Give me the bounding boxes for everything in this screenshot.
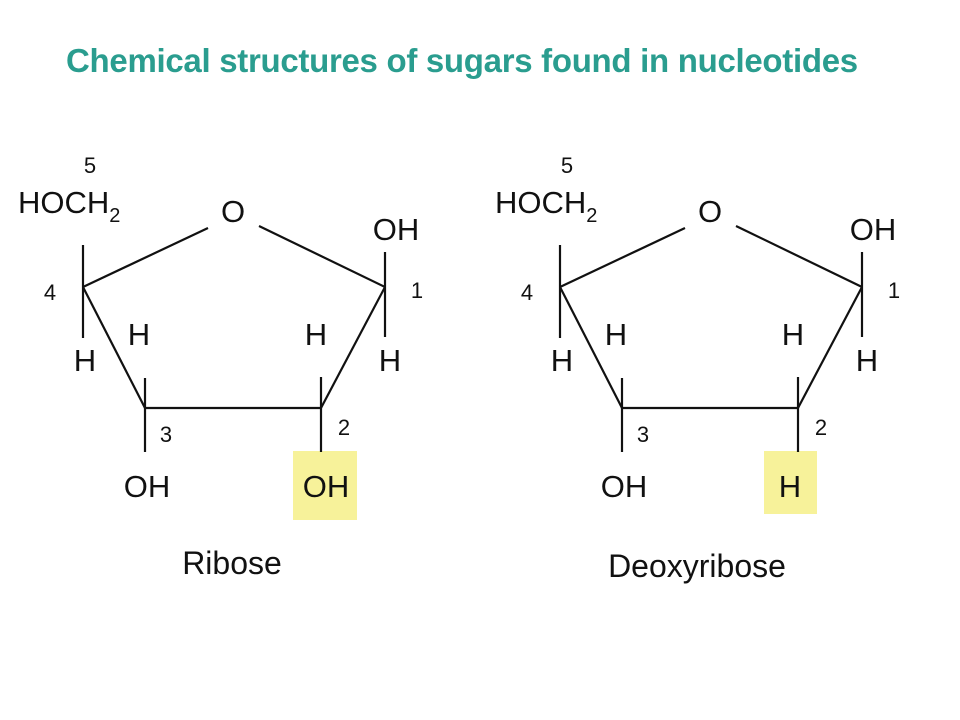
deoxyribose-carbon-5-number: 5 [561, 153, 573, 178]
ribose-bond-o-c1 [258, 225, 386, 288]
deoxyribose-c5-group: HOCH2 [495, 185, 597, 227]
deoxyribose-c2-bottom-group: H [779, 469, 801, 504]
ribose-carbon-4-number: 4 [44, 280, 56, 305]
deoxyribose-c2-highlight [764, 451, 817, 514]
ribose-carbon-3-number: 3 [160, 422, 172, 447]
deoxyribose-c3-bottom-group: OH [601, 469, 648, 504]
ribose-carbon-5-number: 5 [84, 153, 96, 178]
deoxyribose-bond-c3-c4 [559, 286, 623, 409]
deoxyribose-c4-bottom-group: H [551, 343, 573, 378]
ribose-bond-c3-c4 [82, 286, 146, 409]
ribose-bond-c4-o [82, 227, 209, 288]
ribose-carbon-1-number: 1 [411, 278, 423, 303]
deoxyribose-structure: 5 HOCH2 O OH 1 H 4 H H H 3 2 OH H Deoxyr… [495, 153, 900, 584]
deoxyribose-bond-o-c1 [735, 225, 863, 288]
ribose-c1-top-group: OH [373, 212, 420, 247]
ribose-name: Ribose [182, 545, 282, 581]
ribose-structure: 5 HOCH2 O OH 1 H 4 H H H 3 2 OH OH Ribos… [18, 153, 423, 581]
ribose-c2-bottom-group: OH [303, 469, 350, 504]
ribose-c1-bottom-group: H [379, 343, 401, 378]
deoxyribose-carbon-4-number: 4 [521, 280, 533, 305]
ribose-c3-bottom-group: OH [124, 469, 171, 504]
ribose-c2-highlight [293, 451, 357, 520]
deoxyribose-c1-top-group: OH [850, 212, 897, 247]
ribose-ring-oxygen: O [221, 194, 245, 229]
deoxyribose-carbon-2-number: 2 [815, 415, 827, 440]
deoxyribose-c3-top-group: H [605, 317, 627, 352]
deoxyribose-c1-bottom-group: H [856, 343, 878, 378]
deoxyribose-carbon-1-number: 1 [888, 278, 900, 303]
ribose-c2-top-group: H [305, 317, 327, 352]
ribose-bond-c1-c2 [320, 286, 386, 409]
deoxyribose-bond-c4-o [559, 227, 686, 288]
ribose-c3-top-group: H [128, 317, 150, 352]
ribose-c5-group: HOCH2 [18, 185, 120, 227]
ribose-carbon-2-number: 2 [338, 415, 350, 440]
deoxyribose-bond-c1-c2 [797, 286, 863, 409]
deoxyribose-carbon-3-number: 3 [637, 422, 649, 447]
deoxyribose-c2-top-group: H [782, 317, 804, 352]
slide-title: Chemical structures of sugars found in n… [66, 42, 858, 79]
deoxyribose-name: Deoxyribose [608, 548, 786, 584]
ribose-c4-bottom-group: H [74, 343, 96, 378]
deoxyribose-ring-oxygen: O [698, 194, 722, 229]
